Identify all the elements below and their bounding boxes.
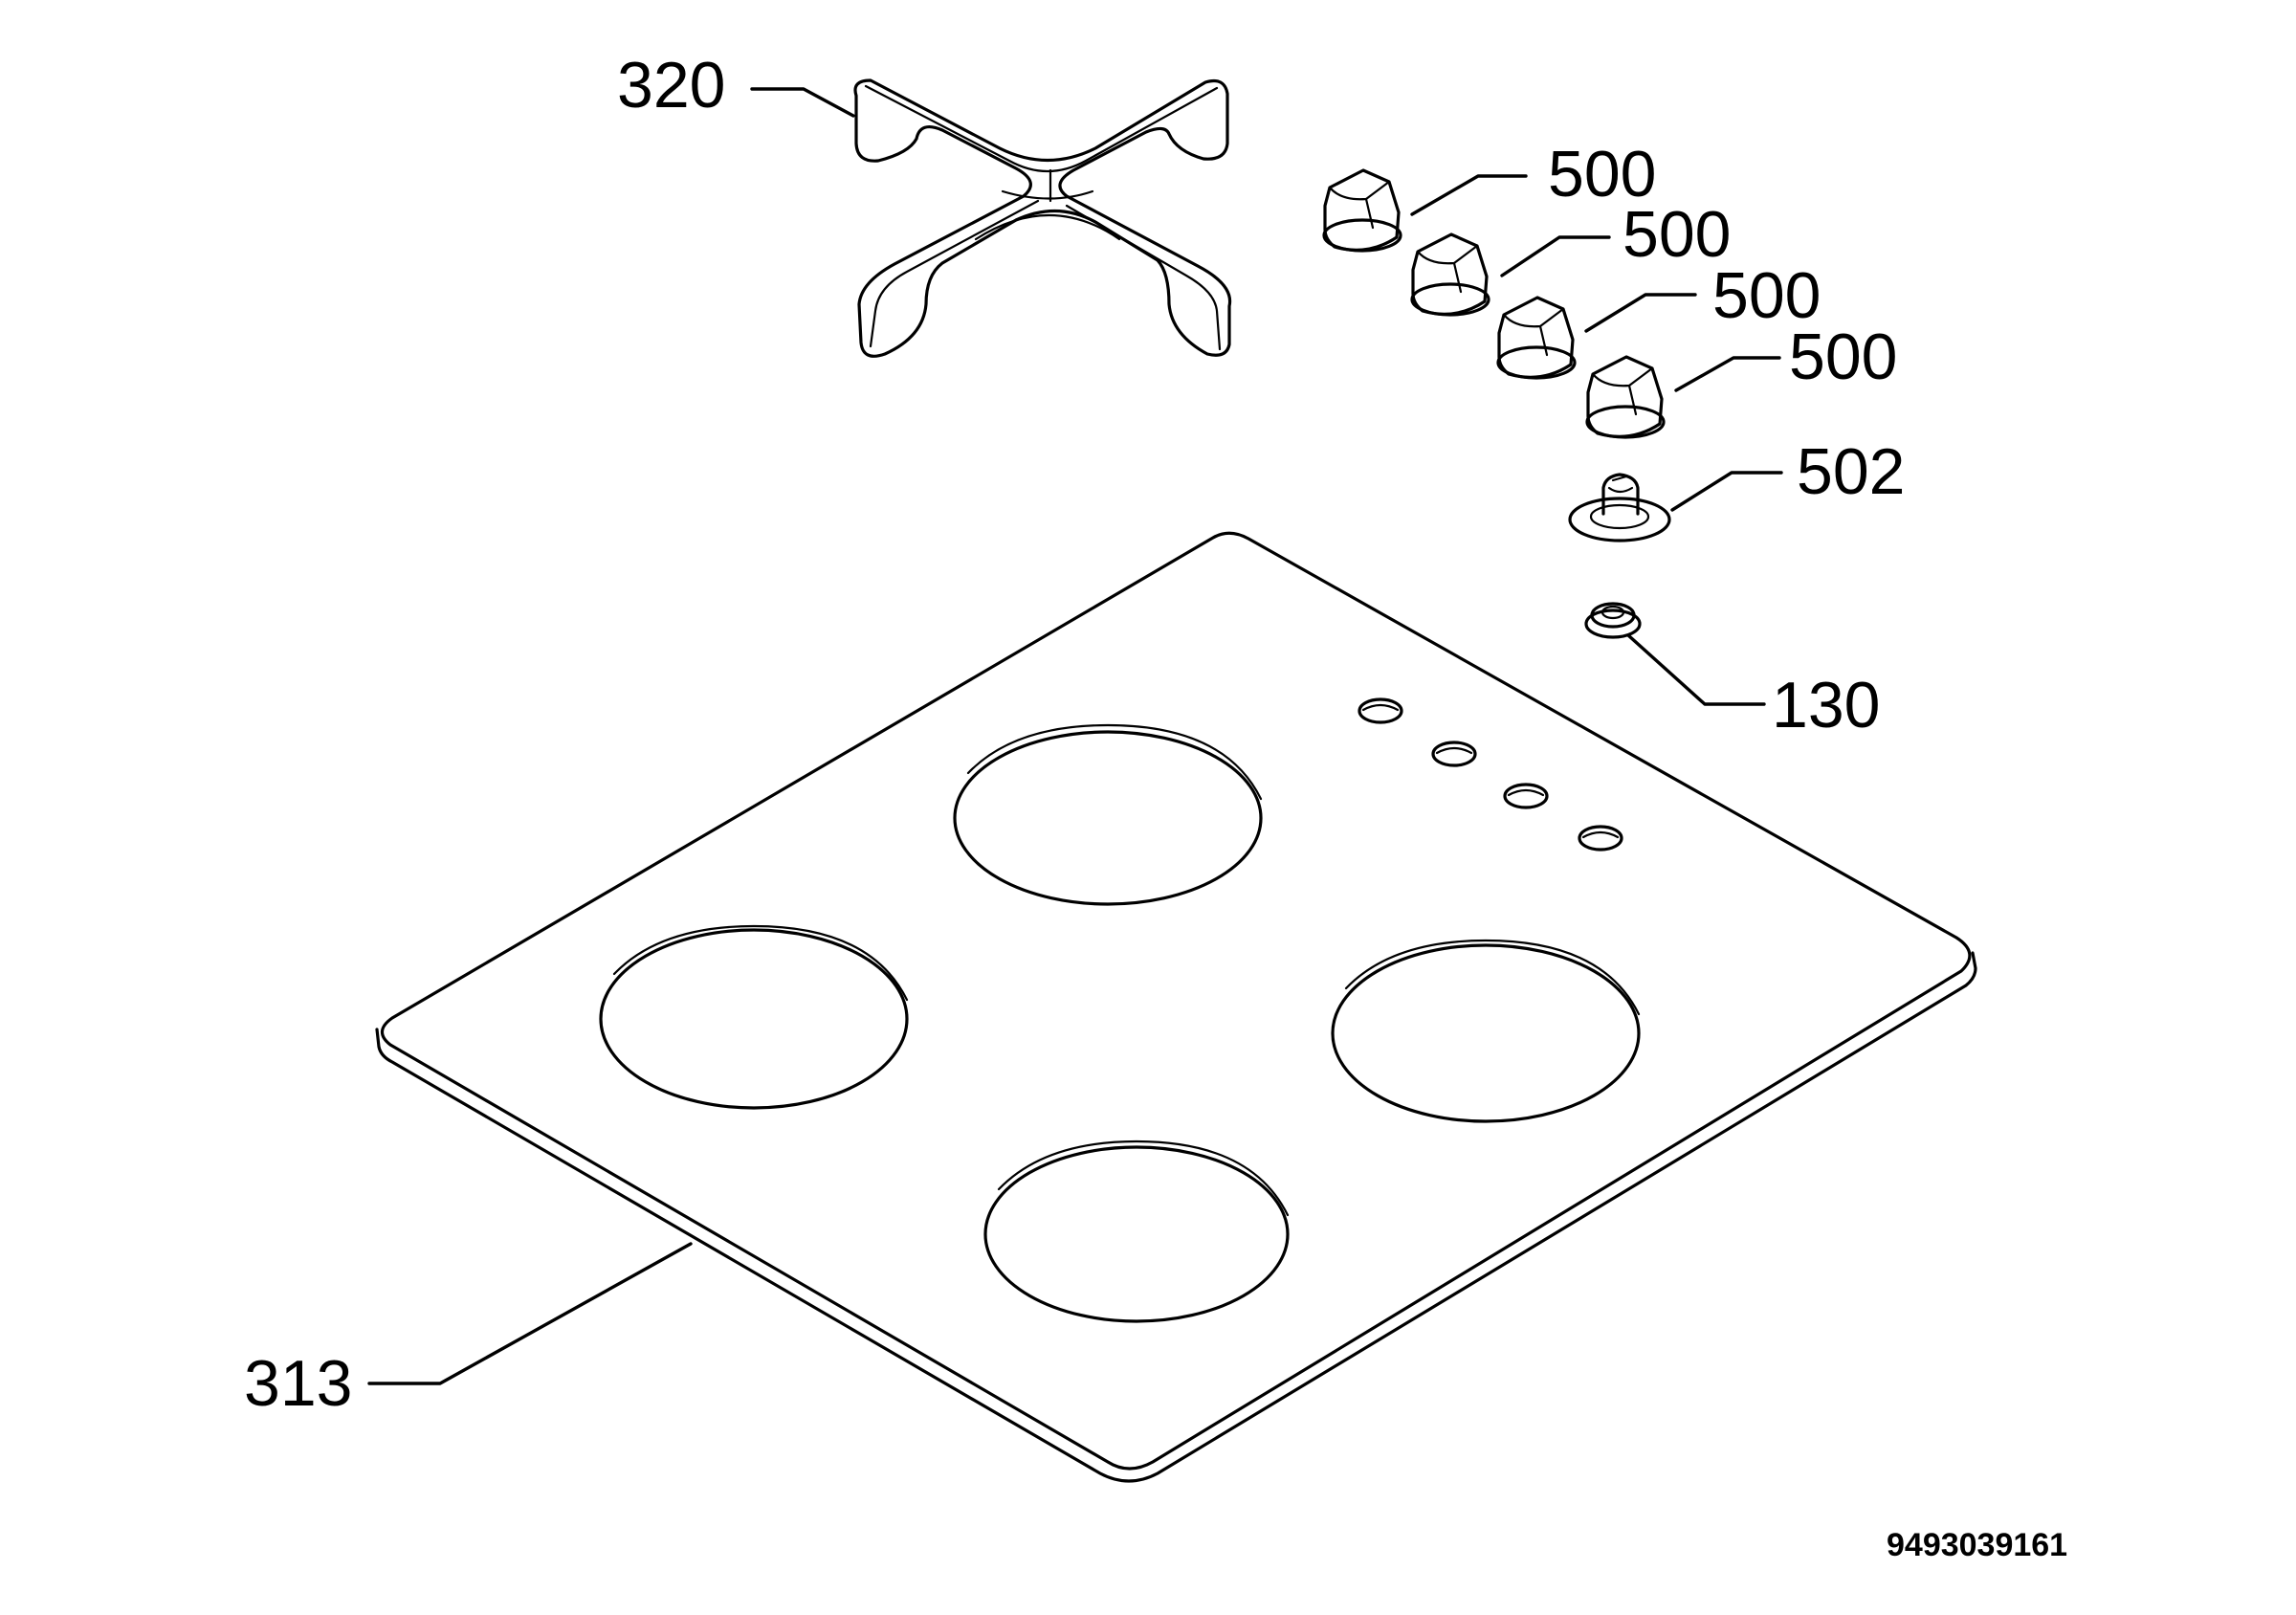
leader-500-2 — [1500, 235, 1611, 277]
label-130: 130 — [1772, 669, 1880, 741]
label-320: 320 — [617, 49, 725, 122]
spindle-seal-drawing — [1568, 473, 1671, 542]
document-number: 9493039161 — [1887, 1527, 2067, 1563]
control-knob-1 — [1322, 168, 1402, 253]
burner-opening-rear — [953, 723, 1263, 906]
knob-hole-4 — [1578, 825, 1623, 852]
leader-320 — [750, 87, 855, 118]
pan-support-drawing — [853, 78, 1232, 358]
leader-500-1 — [1410, 174, 1528, 216]
label-500-4: 500 — [1789, 321, 1897, 393]
label-313: 313 — [244, 1347, 352, 1420]
knob-hole-3 — [1503, 783, 1549, 809]
leader-502 — [1670, 471, 1783, 512]
spark-button-drawing — [1584, 602, 1642, 639]
label-502: 502 — [1797, 435, 1905, 508]
burner-opening-front — [983, 1139, 1290, 1323]
control-knob-3 — [1496, 296, 1577, 380]
label-500-3: 500 — [1712, 259, 1821, 332]
control-knob-2 — [1410, 232, 1490, 317]
leader-313 — [367, 1242, 693, 1385]
leader-500-4 — [1674, 356, 1781, 392]
label-500-2: 500 — [1623, 198, 1731, 271]
leader-500-3 — [1584, 293, 1697, 333]
burner-opening-left — [599, 924, 909, 1110]
control-knob-4 — [1585, 355, 1666, 439]
knob-hole-1 — [1358, 697, 1403, 724]
leader-130 — [1626, 633, 1766, 706]
hob-top-plate — [375, 531, 1977, 1483]
knob-hole-2 — [1431, 741, 1477, 767]
burner-opening-right — [1331, 939, 1641, 1123]
label-500-1: 500 — [1548, 138, 1656, 210]
